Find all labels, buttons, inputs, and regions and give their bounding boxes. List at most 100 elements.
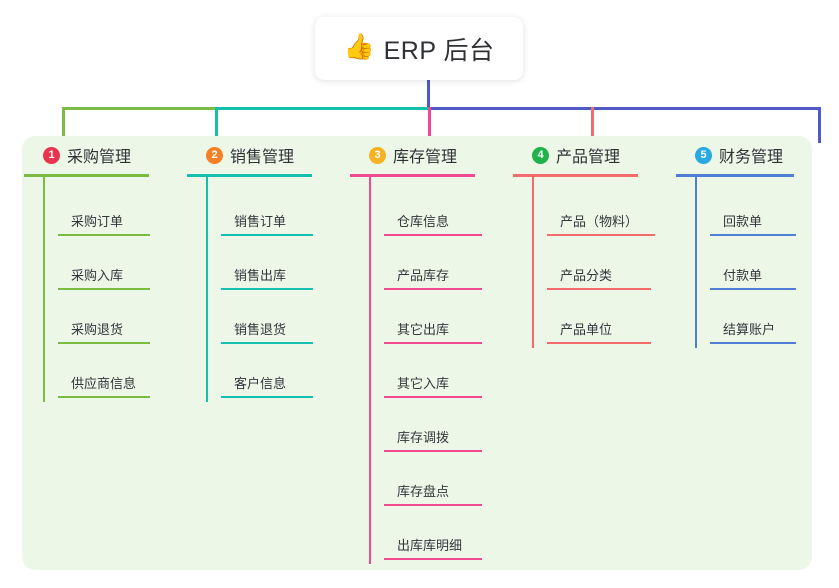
menu-item-rule: [710, 288, 796, 290]
menu-item-label: 其它入库: [397, 376, 450, 391]
menu-item-label: 付款单: [723, 268, 763, 283]
menu-item-label: 产品库存: [397, 268, 450, 283]
menu-item-rule: [221, 342, 313, 344]
menu-item-label: 产品单位: [560, 322, 613, 337]
menu-item-label: 其它出库: [397, 322, 450, 337]
menu-item[interactable]: 结算账户: [710, 294, 814, 348]
menu-item[interactable]: 其它入库: [384, 348, 511, 402]
column-header-rule: [187, 174, 312, 177]
branch-drop-1: [62, 107, 65, 143]
menu-item-label: 销售订单: [234, 214, 287, 229]
thumbs-up-icon: 👍: [343, 33, 375, 61]
menu-item[interactable]: 库存盘点: [384, 456, 511, 510]
column-number-badge: 3: [369, 146, 386, 164]
menu-item-label: 客户信息: [234, 376, 287, 391]
menu-item[interactable]: 销售退货: [221, 294, 348, 348]
column-title: 产品管理: [556, 149, 621, 166]
column-spine: [206, 177, 208, 402]
column-items: 销售订单销售出库销售退货客户信息: [204, 186, 348, 402]
menu-item[interactable]: 采购订单: [58, 186, 185, 240]
menu-item[interactable]: 销售出库: [221, 240, 348, 294]
menu-item[interactable]: 供应商信息: [58, 348, 185, 402]
branch-drop-4: [591, 107, 594, 143]
menu-item-label: 采购订单: [71, 214, 124, 229]
menu-item-rule: [384, 342, 482, 344]
column-title: 采购管理: [67, 149, 132, 166]
column-header-4[interactable]: 4 产品管理: [530, 136, 674, 174]
column-spine: [369, 177, 371, 564]
bus-segment-blue: [428, 107, 821, 110]
column-number-badge: 4: [532, 146, 549, 164]
root-connector-line: [427, 78, 430, 109]
column-header-rule: [350, 174, 475, 177]
menu-item-label: 仓库信息: [397, 214, 450, 229]
menu-item-label: 采购入库: [71, 268, 124, 283]
column-title: 销售管理: [230, 149, 295, 166]
menu-item[interactable]: 采购退货: [58, 294, 185, 348]
menu-item-rule: [710, 234, 796, 236]
column-3: 3 库存管理仓库信息产品库存其它出库其它入库库存调拨库存盘点出库库明细: [348, 136, 511, 570]
column-4: 4 产品管理产品（物料） 产品分类产品单位: [511, 136, 674, 570]
menu-item-rule: [221, 396, 313, 398]
column-spine: [695, 177, 697, 348]
menu-item-label: 库存盘点: [397, 484, 450, 499]
menu-item-rule: [384, 234, 482, 236]
menu-item[interactable]: 回款单: [710, 186, 814, 240]
menu-item-label: 出库库明细: [397, 538, 463, 553]
menu-item[interactable]: 产品库存: [384, 240, 511, 294]
menu-item-rule: [58, 234, 150, 236]
menu-item[interactable]: 库存调拨: [384, 402, 511, 456]
menu-item-label: 结算账户: [723, 322, 776, 337]
column-header-rule: [513, 174, 638, 177]
diagram-panel-background: [22, 136, 812, 570]
menu-item-label: 回款单: [723, 214, 763, 229]
column-header-1[interactable]: 1 采购管理: [41, 136, 185, 174]
menu-item-rule: [384, 396, 482, 398]
menu-item[interactable]: 出库库明细: [384, 510, 511, 564]
menu-item-label: 供应商信息: [71, 376, 137, 391]
column-items: 采购订单采购入库采购退货供应商信息: [41, 186, 185, 402]
menu-item-rule: [710, 342, 796, 344]
menu-item-rule: [547, 288, 651, 290]
column-header-rule: [24, 174, 149, 177]
column-number-badge: 1: [43, 146, 60, 164]
column-title: 库存管理: [393, 149, 458, 166]
root-node-card[interactable]: 👍 ERP 后台: [315, 17, 523, 80]
column-spine: [532, 177, 534, 348]
menu-item[interactable]: 产品（物料）: [547, 186, 674, 240]
menu-item[interactable]: 销售订单: [221, 186, 348, 240]
menu-item-label: 库存调拨: [397, 430, 450, 445]
menu-item-rule: [547, 234, 655, 236]
menu-item-label: 产品分类: [560, 268, 613, 283]
menu-item-rule: [547, 342, 651, 344]
menu-item[interactable]: 其它出库: [384, 294, 511, 348]
menu-item-label: 销售退货: [234, 322, 287, 337]
column-number-badge: 5: [695, 146, 712, 164]
column-items: 仓库信息产品库存其它出库其它入库库存调拨库存盘点出库库明细: [367, 186, 511, 564]
menu-item[interactable]: 仓库信息: [384, 186, 511, 240]
menu-item-rule: [384, 288, 482, 290]
menu-item-rule: [58, 396, 150, 398]
branch-drop-5: [818, 107, 821, 143]
menu-item-label: 销售出库: [234, 268, 287, 283]
menu-item[interactable]: 产品单位: [547, 294, 674, 348]
column-header-3[interactable]: 3 库存管理: [367, 136, 511, 174]
menu-item-rule: [58, 342, 150, 344]
bus-segment-teal: [215, 107, 428, 110]
menu-item[interactable]: 付款单: [710, 240, 814, 294]
menu-item-rule: [384, 558, 482, 560]
column-1: 1 采购管理采购订单采购入库采购退货供应商信息: [22, 136, 185, 570]
menu-item[interactable]: 产品分类: [547, 240, 674, 294]
menu-item-rule: [221, 288, 313, 290]
branch-drop-2: [215, 107, 218, 143]
menu-item-rule: [384, 504, 482, 506]
column-items: 回款单付款单结算账户: [693, 186, 814, 348]
menu-item[interactable]: 客户信息: [221, 348, 348, 402]
column-header-rule: [676, 174, 794, 177]
column-spine: [43, 177, 45, 402]
menu-item[interactable]: 采购入库: [58, 240, 185, 294]
